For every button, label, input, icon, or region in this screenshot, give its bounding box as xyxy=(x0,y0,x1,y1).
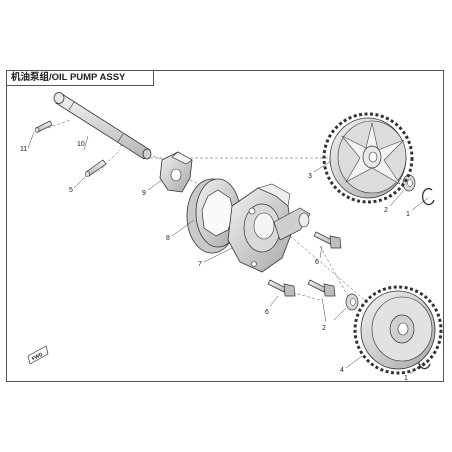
fwd-arrow-icon: FWD xyxy=(27,345,49,365)
callout-8: 8 xyxy=(166,235,170,242)
callout-3: 3 xyxy=(308,173,312,180)
callout-2-lower: 2 xyxy=(322,325,326,332)
callout-7: 7 xyxy=(198,261,202,268)
diagram-title: 机油泵组/OIL PUMP ASSY xyxy=(6,70,154,86)
callout-2-upper: 2 xyxy=(384,207,388,214)
pin-part-11 xyxy=(34,120,53,133)
shaft-part xyxy=(53,92,152,160)
callout-4: 4 xyxy=(340,367,344,374)
circlip-part-upper xyxy=(421,187,435,206)
pin-part-5 xyxy=(85,159,107,177)
callout-1-lower: 1 xyxy=(404,375,408,382)
callout-1-upper: 1 xyxy=(406,211,410,218)
callout-11: 11 xyxy=(20,146,27,153)
gear-part-lower xyxy=(353,285,443,375)
callout-6-upper: 6 xyxy=(315,259,319,266)
callout-5: 5 xyxy=(69,187,73,194)
callout-numbers: 11 10 5 9 8 7 6 6 2 3 4 2 1 1 xyxy=(20,141,410,382)
callout-6-lower: 6 xyxy=(265,309,269,316)
bolt-part-lower-left xyxy=(267,279,296,297)
pump-housing-part xyxy=(227,183,311,273)
gear-part-upper xyxy=(322,112,414,204)
callout-9: 9 xyxy=(142,190,146,197)
callout-leaders xyxy=(27,131,429,375)
washer-part-lower xyxy=(345,293,359,311)
inner-rotor-part xyxy=(159,151,193,193)
bolt-part-upper xyxy=(313,231,342,249)
callout-10: 10 xyxy=(77,141,85,148)
bolt-part-lower-right xyxy=(307,279,336,297)
fwd-label: FWD xyxy=(31,351,44,362)
